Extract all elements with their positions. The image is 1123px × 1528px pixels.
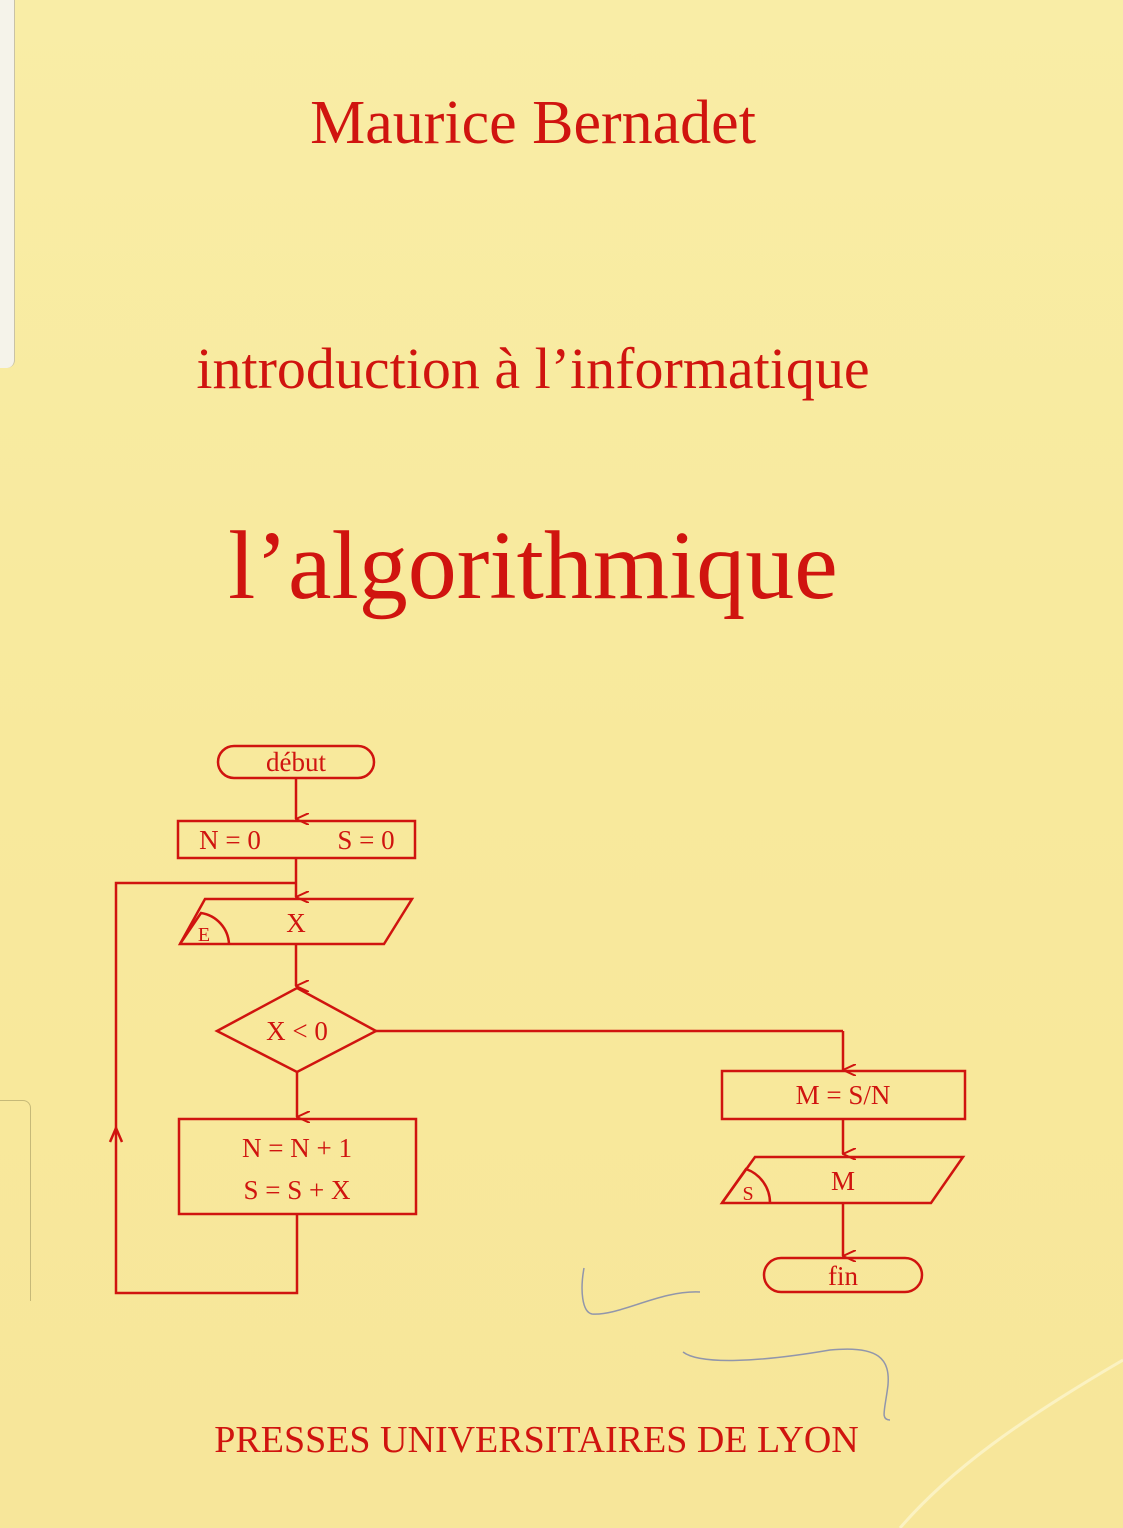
- publisher-name: PRESSES UNIVERSITAIRES DE LYON: [214, 1419, 859, 1461]
- end-terminal: [762, 1256, 924, 1294]
- input-parallelogram: [177, 897, 415, 946]
- pen-marks: [581, 1267, 891, 1421]
- paper-edge: [0, 1100, 31, 1301]
- paper-crease: [898, 1358, 1123, 1528]
- book-title: l’algorithmique: [228, 512, 838, 620]
- loop-line-1: N = N + 1: [242, 1133, 352, 1163]
- compute-label: M = S/N: [796, 1080, 891, 1110]
- start-label: début: [266, 747, 326, 777]
- end-label: fin: [828, 1261, 858, 1291]
- library-sticker: [0, 0, 15, 368]
- input-variable: X: [286, 908, 306, 938]
- loop-line-2: S = S + X: [244, 1175, 351, 1205]
- init-n-label: N = 0: [199, 825, 261, 855]
- output-variable: M: [831, 1166, 855, 1196]
- output-marker: S: [742, 1183, 753, 1205]
- book-subtitle: introduction à l’informatique: [196, 336, 870, 401]
- author-name: Maurice Bernadet: [310, 89, 756, 157]
- init-s-label: S = 0: [337, 825, 394, 855]
- input-marker: E: [198, 924, 210, 946]
- condition-label: X < 0: [266, 1016, 328, 1046]
